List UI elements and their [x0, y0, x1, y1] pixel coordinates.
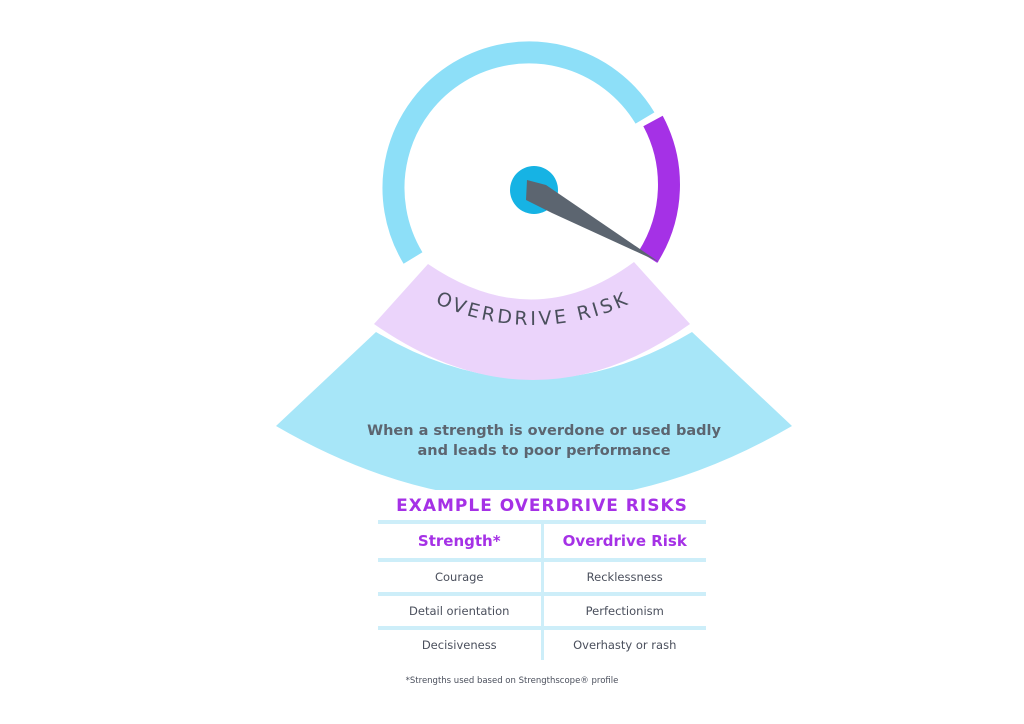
table-row: Decisiveness Overhasty or rash — [378, 630, 706, 660]
risk-cell: Overhasty or rash — [573, 638, 677, 652]
strength-cell: Courage — [434, 570, 484, 584]
definition-band — [276, 332, 792, 501]
gauge-needle — [526, 180, 659, 262]
table-row: Detail orientation Perfectionism — [378, 596, 706, 626]
example-risks-table: EXAMPLE OVERDRIVE RISKS Strength* Overdr… — [378, 490, 706, 660]
column-divider — [540, 562, 544, 592]
strength-cell: Decisiveness — [421, 638, 497, 652]
table-divider — [378, 592, 706, 596]
footnote: *Strengths used based on Strengthscope® … — [405, 676, 619, 686]
column-divider — [540, 524, 544, 558]
table-divider — [378, 520, 706, 524]
gauge-arc-blue — [382, 41, 655, 264]
table-header-row: Strength* Overdrive Risk — [378, 524, 706, 558]
strength-cell: Detail orientation — [409, 604, 510, 618]
header-overdrive-risk: Overdrive Risk — [562, 532, 687, 550]
label-band — [374, 262, 690, 380]
column-divider — [540, 596, 544, 626]
table-divider — [378, 626, 706, 630]
column-divider — [540, 630, 544, 660]
risk-cell: Perfectionism — [585, 604, 664, 618]
gauge-arc-purple — [638, 115, 680, 263]
table-divider — [378, 558, 706, 562]
table-row: Courage Recklessness — [378, 562, 706, 592]
table-title: EXAMPLE OVERDRIVE RISKS — [396, 496, 688, 516]
definition-line-2: and leads to poor performance — [417, 443, 670, 459]
definition-line-1: When a strength is overdone or used badl… — [367, 423, 721, 439]
risk-cell: Recklessness — [586, 570, 663, 584]
header-strength: Strength* — [417, 532, 501, 550]
